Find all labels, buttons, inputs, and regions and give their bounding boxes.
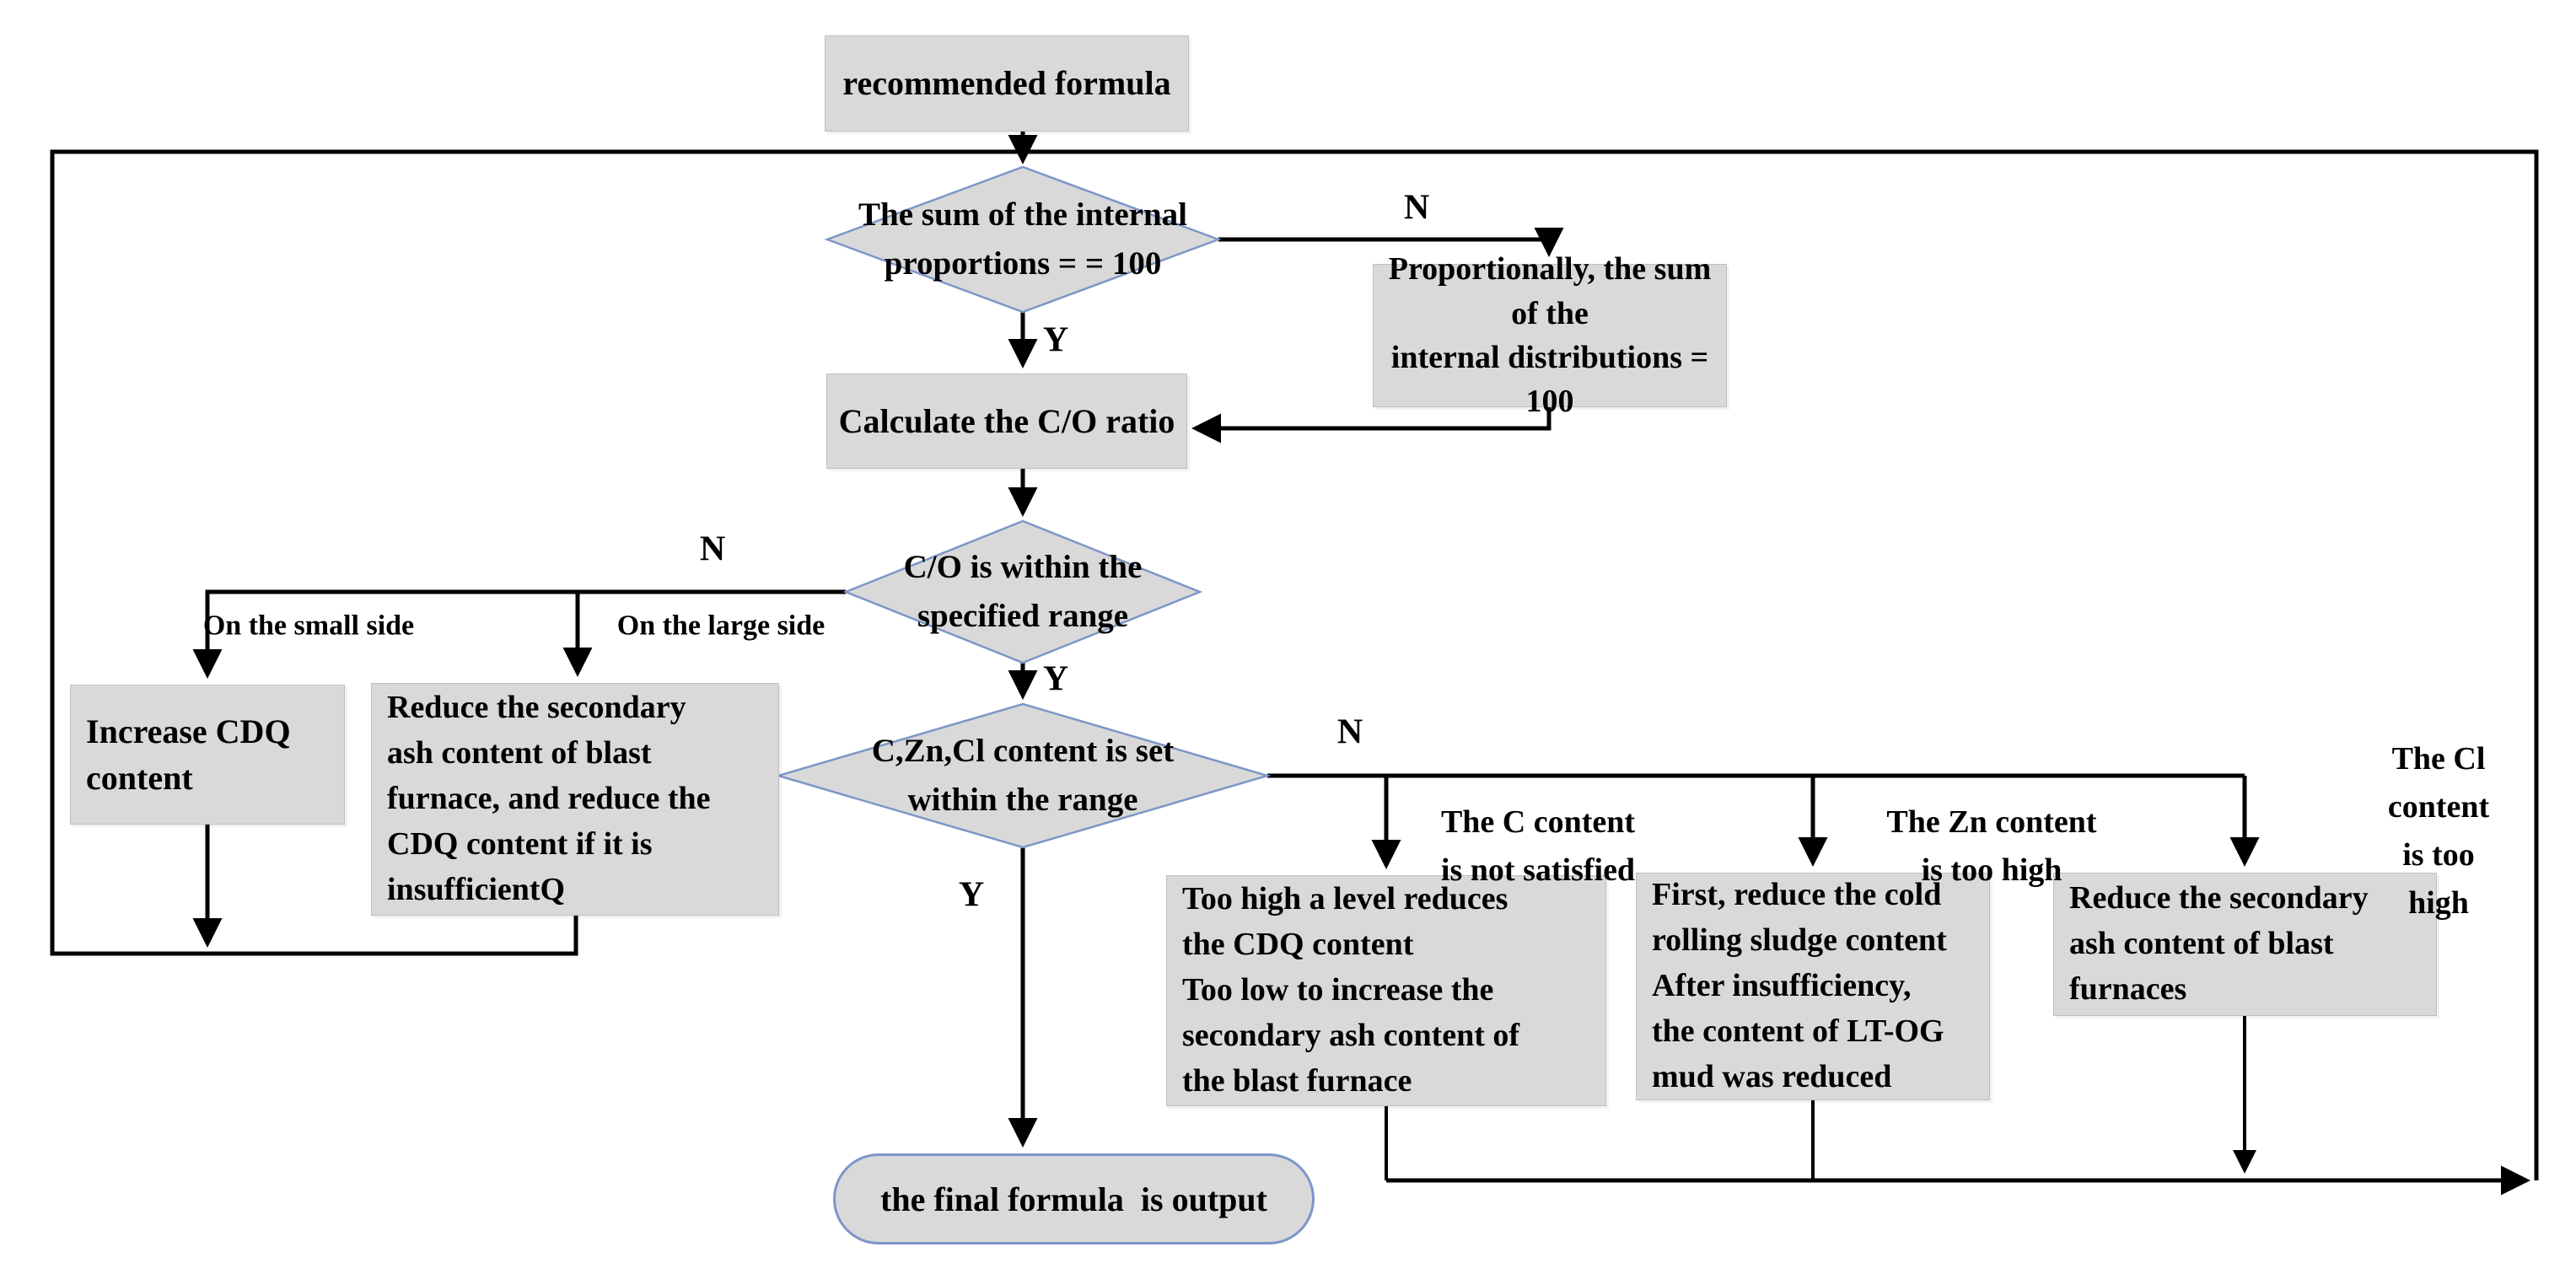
edge-sum-no-to-normalize [1218,228,1564,257]
c-fix-node: Too high a level reduces the CDQ content… [1166,875,1606,1106]
co-check-diamond-shape [842,519,1203,664]
zn-branch-label: The Zn content is too high [1886,804,2097,888]
edge-co-no-small-side [192,589,846,679]
small-side-label: On the small side [202,610,415,642]
start-node: recommended formula [825,35,1189,132]
reduce-ash-label: Reduce the secondary ash content of blas… [387,690,711,907]
sum-check-label: The sum of the internal proportions = = … [858,196,1187,282]
normalize-label: Proportionally, the sum of the internal … [1388,251,1712,420]
reduce-ash-node: Reduce the secondary ash content of blas… [371,683,779,916]
co-check-label: C/O is within the specified range [903,548,1143,635]
co-yes-label: Y [1042,659,1069,699]
calc-ratio-label: Calculate the C/O ratio [838,401,1175,440]
output-label: the final formula is output [880,1180,1267,1218]
calc-ratio-node: Calculate the C/O ratio [826,374,1187,469]
sum-yes-label: Y [1042,320,1069,360]
edge-left-feedback-loop [50,149,1021,956]
cl-fix-label: Reduce the secondary ash content of blas… [2069,880,2369,1007]
edge-right-feedback-loop [1024,149,2539,1180]
czncl-check-label: C,Zn,Cl content is set within the range [871,732,1175,819]
sum-check-decision: The sum of the internal proportions = = … [827,167,1218,312]
large-side-label: On the large side [616,610,826,642]
edge-normalize-to-calc [1191,407,1552,443]
czncl-check-decision: C,Zn,Cl content is set within the range [778,704,1267,847]
co-no-label: N [699,529,726,569]
zn-fix-node: First, reduce the cold rolling sludge co… [1636,873,1990,1100]
increase-cdq-node: Increase CDQ content [70,685,345,825]
cl-fix-node: Reduce the secondary ash content of blas… [2053,873,2437,1016]
czncl-no-label: N [1336,712,1363,752]
zn-fix-label: First, reduce the cold rolling sludge co… [1652,877,1947,1094]
normalize-node: Proportionally, the sum of the internal … [1373,251,1727,419]
czncl-yes-label: Y [958,875,985,915]
sum-check-diamond-shape [824,165,1222,314]
czncl-check-diamond-shape [774,702,1272,849]
cl-branch-label: The Cl content is too high [2387,741,2490,921]
start-node-label: recommended formula [842,64,1171,103]
sum-no-label: N [1403,188,1430,228]
output-node: the final formula is output [833,1153,1315,1244]
c-branch-label: The C content is not satisfied [1440,804,1636,888]
c-fix-label: Too high a level reduces the CDQ content… [1182,881,1520,1099]
co-check-decision: C/O is within the specified range [846,521,1200,663]
increase-cdq-label: Increase CDQ content [86,712,291,797]
